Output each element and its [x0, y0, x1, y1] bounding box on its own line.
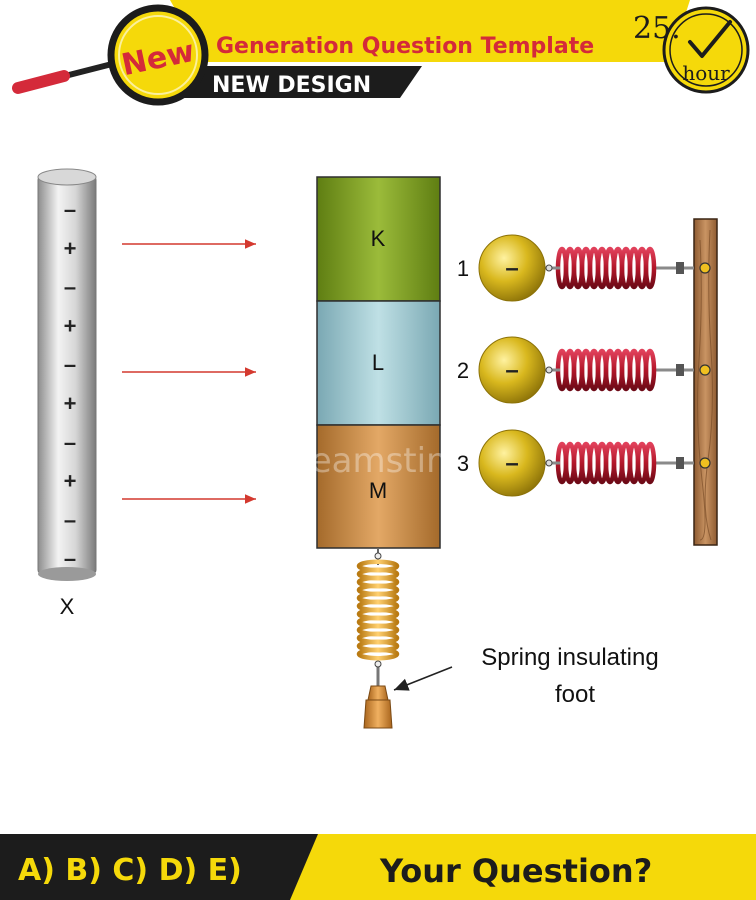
sphere-joint: [545, 264, 553, 272]
vertical-spring-coils: [356, 559, 400, 661]
clock-number: 25.: [633, 11, 681, 46]
rod-charge-sign: –: [64, 430, 76, 455]
rod-charge-sign: –: [64, 507, 76, 532]
pivot-screw: [699, 364, 711, 376]
clamp: [676, 457, 684, 469]
clock-icon: [662, 6, 750, 94]
conductor-blocks: K L M: [316, 176, 441, 549]
pivot-screw: [699, 457, 711, 469]
rod-charge-sign: +: [64, 391, 77, 416]
sphere-row-1: –1: [457, 234, 711, 302]
clamp: [676, 262, 684, 274]
answer-options: A) B) C) D) E): [18, 853, 242, 888]
checkmark-icon: [688, 20, 732, 58]
pivot-screw: [699, 262, 711, 274]
spring-coil: [643, 246, 657, 290]
insulating-foot: [363, 685, 393, 729]
sphere-number: 3: [457, 451, 469, 476]
watermark: dreamstime: [276, 441, 480, 481]
block-m: [316, 424, 441, 549]
block-l-label: L: [372, 350, 384, 375]
clock-unit: hour: [682, 61, 730, 85]
sphere-charge: –: [505, 357, 518, 384]
foot-pointer-arrow: [393, 666, 453, 691]
magnifier-icon: [12, 4, 209, 106]
block-l: [316, 300, 441, 426]
sphere-row-2: –2: [457, 336, 711, 404]
sphere-charge: –: [505, 450, 518, 477]
header-title: Generation Question Template: [216, 34, 594, 59]
rod-charge-sign: +: [64, 469, 77, 494]
footer: A) B) C) D) E) Your Question?: [0, 834, 756, 900]
spring-coil: [643, 348, 657, 392]
rod-charge-sign: –: [64, 275, 76, 300]
header-subtitle: NEW DESIGN: [212, 73, 371, 98]
rod-label: X: [60, 594, 75, 619]
rod-top: [37, 168, 97, 186]
rod-charge-sign: +: [64, 236, 77, 261]
rod-charge-sign: –: [64, 546, 76, 571]
force-arrows: [122, 239, 256, 504]
charged-sphere: [478, 234, 546, 302]
rod-charge-sign: –: [64, 197, 76, 222]
charged-sphere: [478, 429, 546, 497]
block-k: [316, 176, 441, 302]
sphere-joint: [545, 366, 553, 374]
rod-charge-sign: –: [64, 352, 76, 377]
rod-charges: – + – + – + – + – –: [64, 197, 77, 571]
charged-sphere: [478, 336, 546, 404]
header: New Generation Question Template NEW DES…: [12, 0, 750, 106]
sphere-number: 2: [457, 358, 469, 383]
rod-bottom: [38, 567, 96, 581]
sphere-rows: –1–2–3: [457, 234, 711, 497]
foot-label-line2: foot: [555, 681, 595, 708]
sphere-number: 1: [457, 256, 469, 281]
charged-rod: [37, 168, 97, 581]
clamp: [676, 364, 684, 376]
question-placeholder: Your Question?: [379, 852, 652, 890]
footer-yellow: [290, 834, 756, 900]
insulating-spring: [356, 548, 400, 688]
sphere-row-3: –3: [457, 429, 711, 497]
sphere-charge: –: [505, 255, 518, 282]
rod-charge-sign: +: [64, 313, 77, 338]
spring-coil: [356, 647, 400, 661]
spring-coil: [643, 441, 657, 485]
subtitle-banner: [180, 66, 422, 98]
sphere-joint: [545, 459, 553, 467]
foot-label-line1: Spring insulating: [481, 644, 658, 671]
block-k-label: K: [371, 226, 386, 251]
block-m-label: M: [369, 478, 387, 503]
